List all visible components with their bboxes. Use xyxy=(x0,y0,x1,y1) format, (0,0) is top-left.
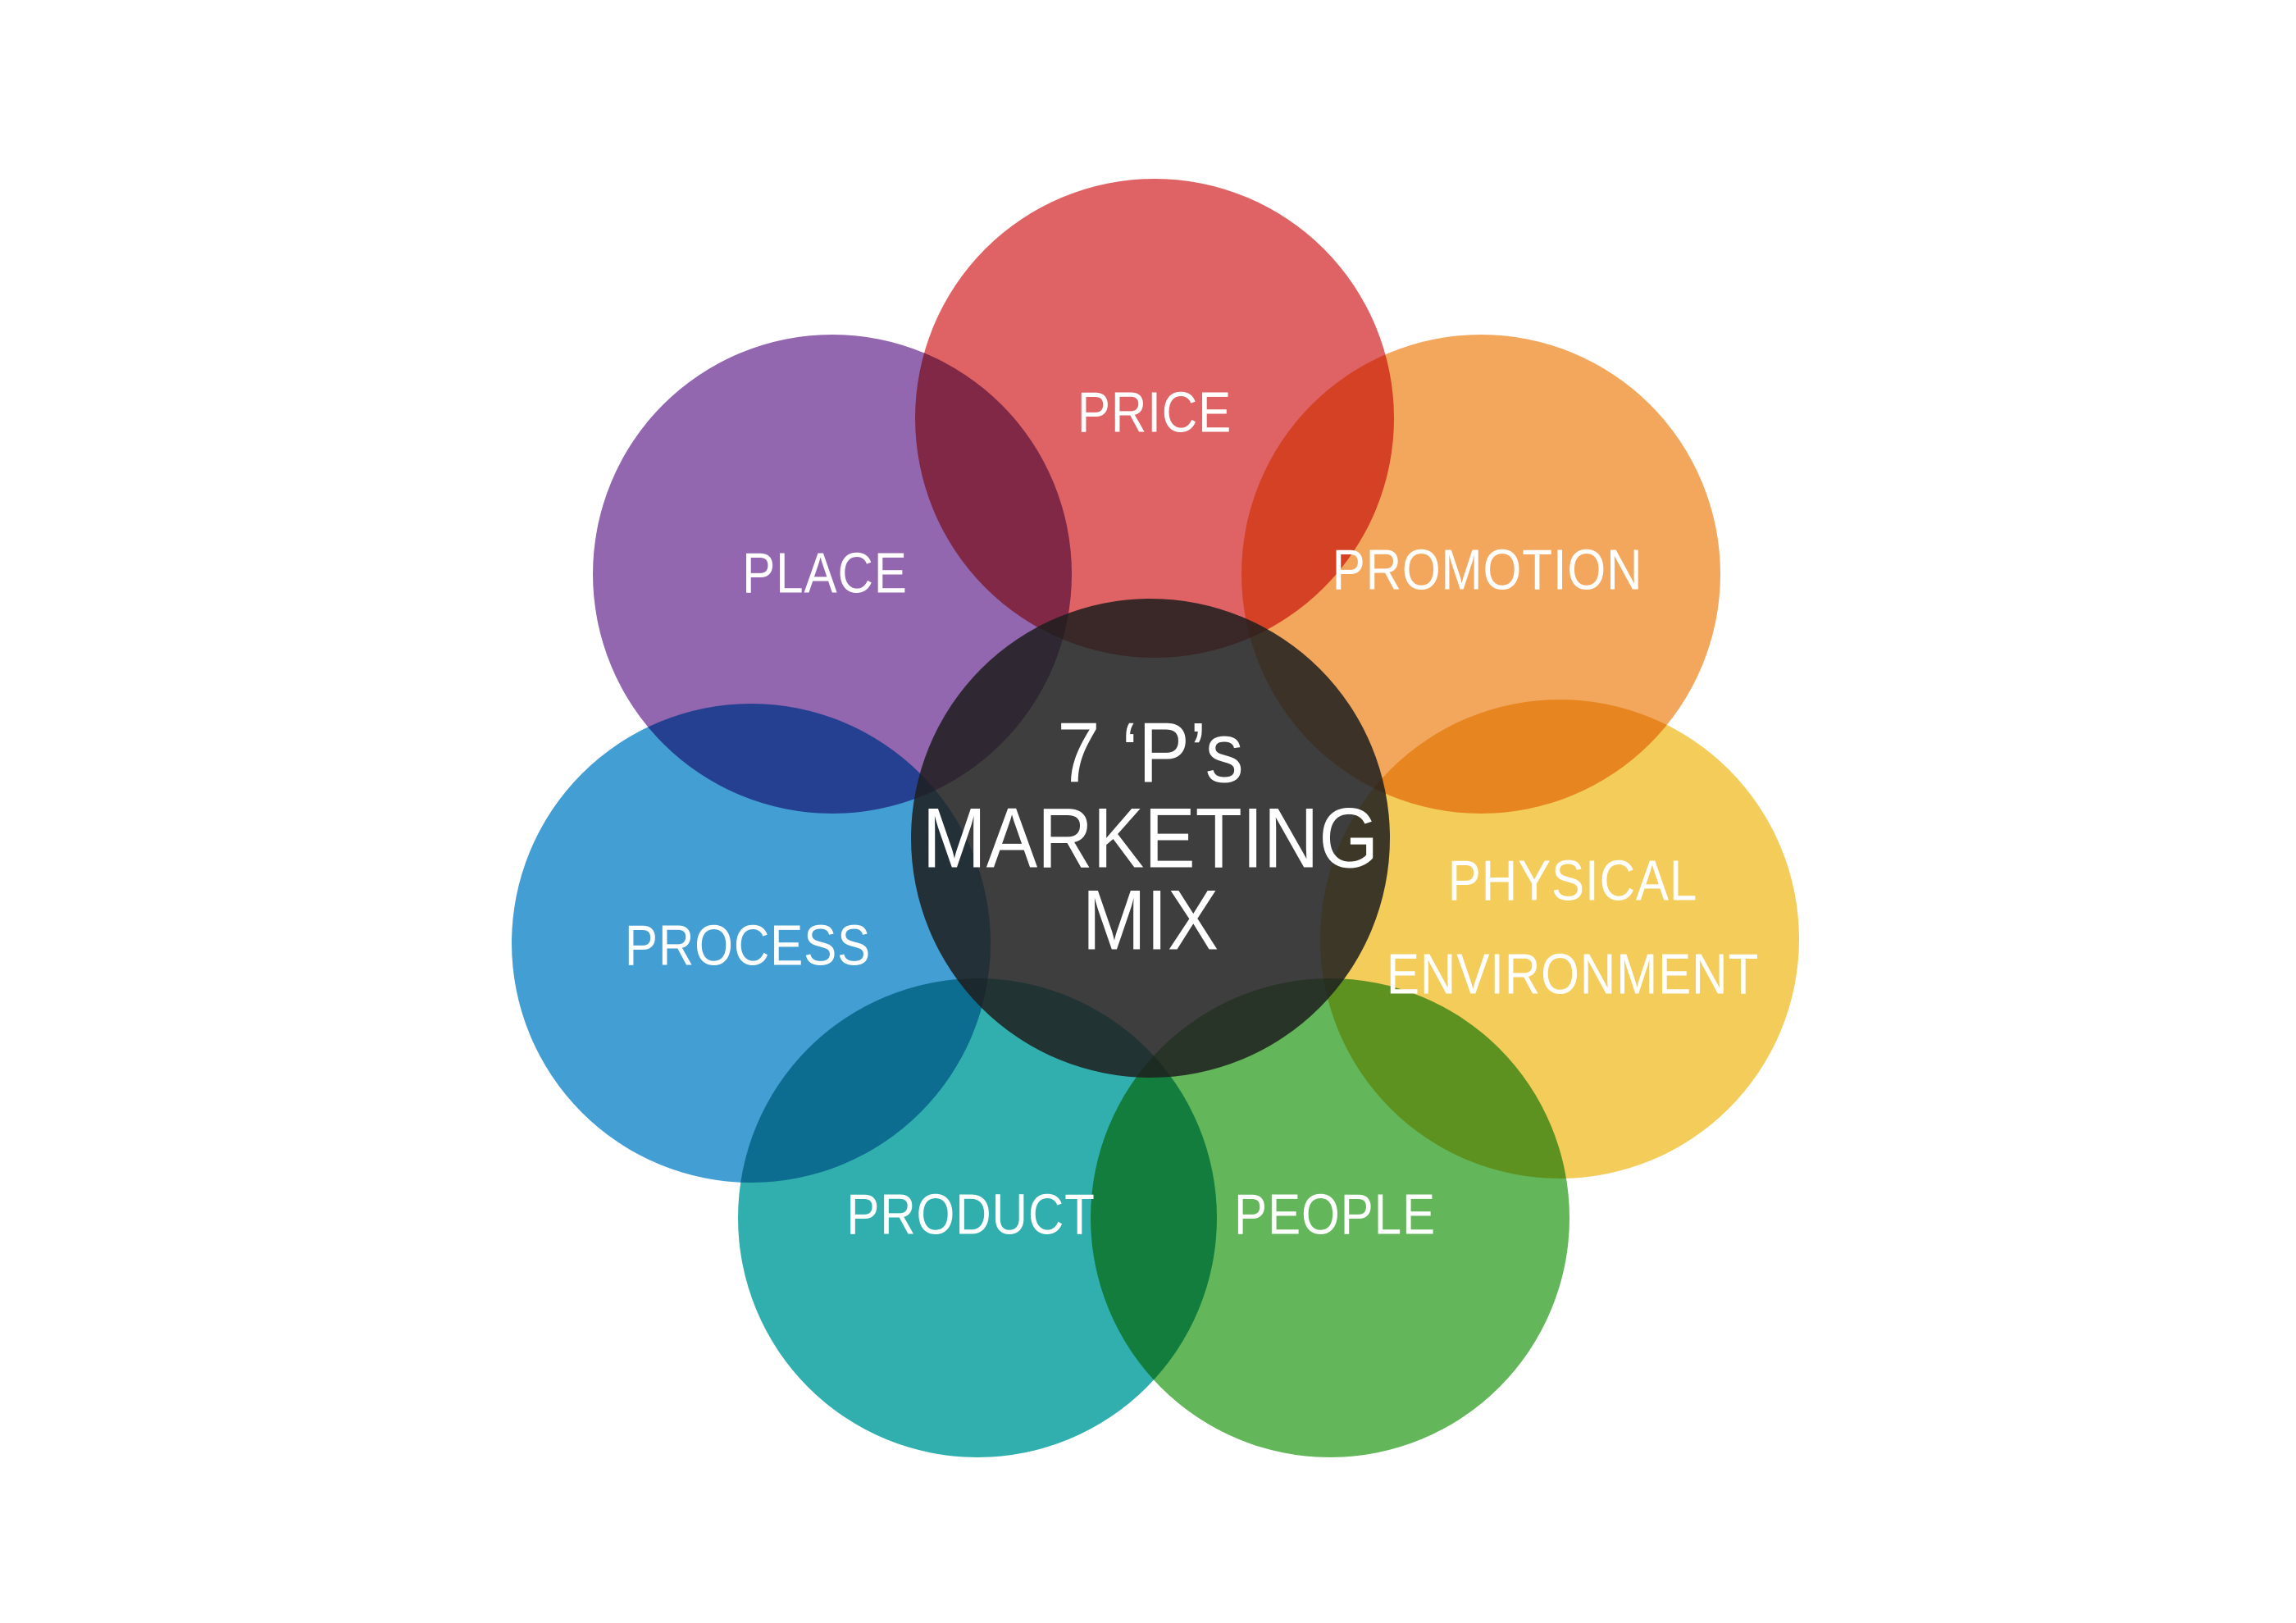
people-label: PEOPLE xyxy=(1234,1182,1436,1246)
place-circle xyxy=(593,335,1072,814)
petal-circles xyxy=(512,179,1799,1457)
center-circle xyxy=(911,599,1390,1078)
physical-environment-label-line-1: PHYSICAL xyxy=(1448,848,1698,912)
product-label: PRODUCT xyxy=(846,1182,1096,1246)
people-circle xyxy=(1091,978,1569,1457)
price-label: PRICE xyxy=(1077,380,1232,444)
center-title-line-1: 7 ‘P’s xyxy=(1057,704,1243,800)
center-title-line-3: MIX xyxy=(1082,872,1219,968)
center-title-line-2: MARKETING xyxy=(922,790,1378,886)
physical-environment-label-line-2: ENVIRONMENT xyxy=(1387,941,1759,1005)
process-label: PROCESS xyxy=(625,913,871,977)
place-label: PLACE xyxy=(742,540,908,604)
promotion-label: PROMOTION xyxy=(1332,537,1643,601)
petal-labels: PRICE PROMOTION PHYSICAL ENVIRONMENT PEOPLE P… xyxy=(625,380,1759,1246)
promotion-circle xyxy=(1241,335,1720,814)
process-circle xyxy=(512,704,991,1183)
